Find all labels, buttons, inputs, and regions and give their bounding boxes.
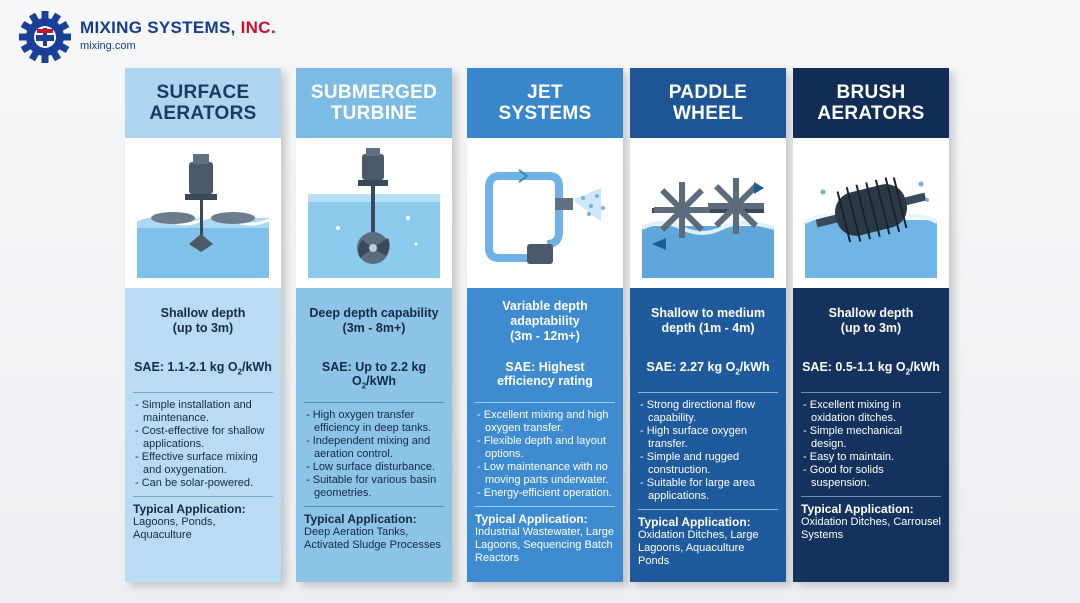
submerged-turbine-icon bbox=[308, 148, 440, 278]
column-title: JET SYSTEMS bbox=[467, 68, 623, 138]
typical-value: Oxidation Ditches, Carrousel Systems bbox=[801, 516, 942, 541]
feature-list: Simple installation and maintenance. Cos… bbox=[125, 393, 281, 496]
typical-application: Typical Application: Industrial Wastewat… bbox=[467, 507, 623, 565]
feature-item: Strong directional flow capability. bbox=[640, 399, 776, 425]
typical-application: Typical Application: Oxidation Ditches, … bbox=[793, 497, 949, 542]
feature-list: Excellent mixing in oxidation ditches. S… bbox=[793, 393, 949, 496]
feature-item: Excellent mixing and high oxygen transfe… bbox=[477, 409, 613, 435]
column-title: SURFACE AERATORS bbox=[125, 68, 281, 138]
column-paddle-wheel: PADDLE WHEEL bbox=[630, 68, 786, 582]
divider bbox=[304, 505, 444, 507]
illustration-box bbox=[467, 138, 623, 288]
company-name: MIXING SYSTEMS, INC. bbox=[80, 18, 276, 37]
divider bbox=[801, 496, 941, 497]
feature-item: Energy-efficient operation. bbox=[477, 487, 613, 500]
typical-label: Typical Application: bbox=[801, 502, 914, 516]
feature-item: Suitable for large area applications. bbox=[640, 477, 776, 503]
depth-spec: Shallow depth (up to 3m) bbox=[160, 306, 246, 335]
paddle-wheel-icon bbox=[642, 178, 774, 278]
sae-rating: SAE: Up to 2.2 kg O2/kWh bbox=[321, 360, 427, 391]
typical-application: Typical Application: Lagoons, Ponds, Aqu… bbox=[125, 497, 281, 542]
brush-aerator-icon bbox=[805, 177, 937, 278]
feature-item: Simple and rugged construction. bbox=[640, 451, 776, 477]
feature-item: Low surface disturbance. bbox=[306, 461, 442, 474]
illustration-box bbox=[296, 138, 452, 288]
feature-item: Flexible depth and layout options. bbox=[477, 435, 613, 461]
divider bbox=[475, 505, 615, 507]
jet-system-icon bbox=[485, 169, 605, 264]
illustration-box bbox=[793, 138, 949, 288]
brand-header: MIXING SYSTEMS, INC. mixing.com bbox=[12, 10, 276, 66]
depth-spec: Shallow to medium depth (1m - 4m) bbox=[651, 306, 765, 335]
typical-application: Typical Application: Deep Aeration Tanks… bbox=[296, 507, 452, 552]
sae-rating: SAE: Highest efficiency rating bbox=[497, 360, 593, 388]
typical-value: Oxidation Ditches, Large Lagoons, Aquacu… bbox=[638, 529, 759, 567]
depth-spec: Shallow depth (up to 3m) bbox=[828, 306, 914, 335]
divider bbox=[133, 496, 273, 497]
sae-rating: SAE: 0.5-1.1 kg O2/kWh bbox=[802, 360, 940, 377]
column-submerged-turbine: SUBMERGED TURBINE Deep depth capability … bbox=[296, 68, 452, 582]
typical-label: Typical Application: bbox=[475, 511, 588, 526]
feature-item: Cost-effective for shallow applications. bbox=[135, 425, 271, 451]
divider bbox=[801, 392, 941, 393]
sae-rating: SAE: 2.27 kg O2/kWh bbox=[646, 360, 770, 377]
column-jet-systems: JET SYSTEMS Variable depth adaptability … bbox=[467, 68, 623, 582]
divider bbox=[638, 509, 778, 510]
divider bbox=[475, 401, 615, 403]
sae-rating: SAE: 1.1-2.1 kg O2/kWh bbox=[134, 360, 272, 377]
feature-item: Simple mechanical design. bbox=[803, 425, 939, 451]
feature-item: High surface oxygen transfer. bbox=[640, 425, 776, 451]
surface-aerator-icon bbox=[137, 154, 269, 278]
feature-list: Excellent mixing and high oxygen transfe… bbox=[467, 403, 623, 506]
feature-item: Low maintenance with no moving parts und… bbox=[477, 461, 613, 487]
typical-label: Typical Application: bbox=[304, 511, 417, 526]
feature-item: Suitable for various basin geometries. bbox=[306, 474, 442, 500]
depth-spec: Variable depth adaptability (3m - 12m+) bbox=[502, 298, 588, 343]
feature-list: Strong directional flow capability. High… bbox=[630, 393, 786, 509]
typical-label: Typical Application: bbox=[133, 502, 246, 516]
feature-item: Effective surface mixing and oxygenation… bbox=[135, 451, 271, 477]
depth-spec: Deep depth capability (3m - 8m+) bbox=[309, 306, 439, 335]
feature-item: Good for solids suspension. bbox=[803, 464, 939, 490]
feature-item: Independent mixing and aeration control. bbox=[306, 435, 442, 461]
company-url[interactable]: mixing.com bbox=[80, 40, 136, 52]
column-title: SUBMERGED TURBINE bbox=[296, 68, 452, 138]
feature-item: Can be solar-powered. bbox=[135, 477, 271, 490]
column-brush-aerators: BRUSH AERATORS Shall bbox=[793, 68, 949, 582]
typical-value: Lagoons, Ponds, Aquaculture bbox=[133, 516, 216, 541]
divider bbox=[304, 401, 444, 403]
feature-item: High oxygen transfer efficiency in deep … bbox=[306, 409, 442, 435]
typical-label: Typical Application: bbox=[638, 515, 751, 529]
feature-list: High oxygen transfer efficiency in deep … bbox=[296, 403, 452, 506]
column-title: BRUSH AERATORS bbox=[793, 68, 949, 138]
typical-value: Deep Aeration Tanks, Activated Sludge Pr… bbox=[304, 525, 441, 551]
feature-item: Excellent mixing in oxidation ditches. bbox=[803, 399, 939, 425]
typical-application: Typical Application: Oxidation Ditches, … bbox=[630, 510, 786, 568]
divider bbox=[133, 392, 273, 393]
illustration-box bbox=[630, 138, 786, 288]
illustration-box bbox=[125, 138, 281, 288]
typical-value: Industrial Wastewater, Large Lagoons, Se… bbox=[475, 525, 614, 564]
feature-item: Easy to maintain. bbox=[803, 451, 939, 464]
gear-logo-icon bbox=[19, 11, 71, 63]
column-surface-aerators: SURFACE AERATORS Shallow depth (up to 3m… bbox=[125, 68, 281, 582]
feature-item: Simple installation and maintenance. bbox=[135, 399, 271, 425]
divider bbox=[638, 392, 778, 393]
column-title: PADDLE WHEEL bbox=[630, 68, 786, 138]
